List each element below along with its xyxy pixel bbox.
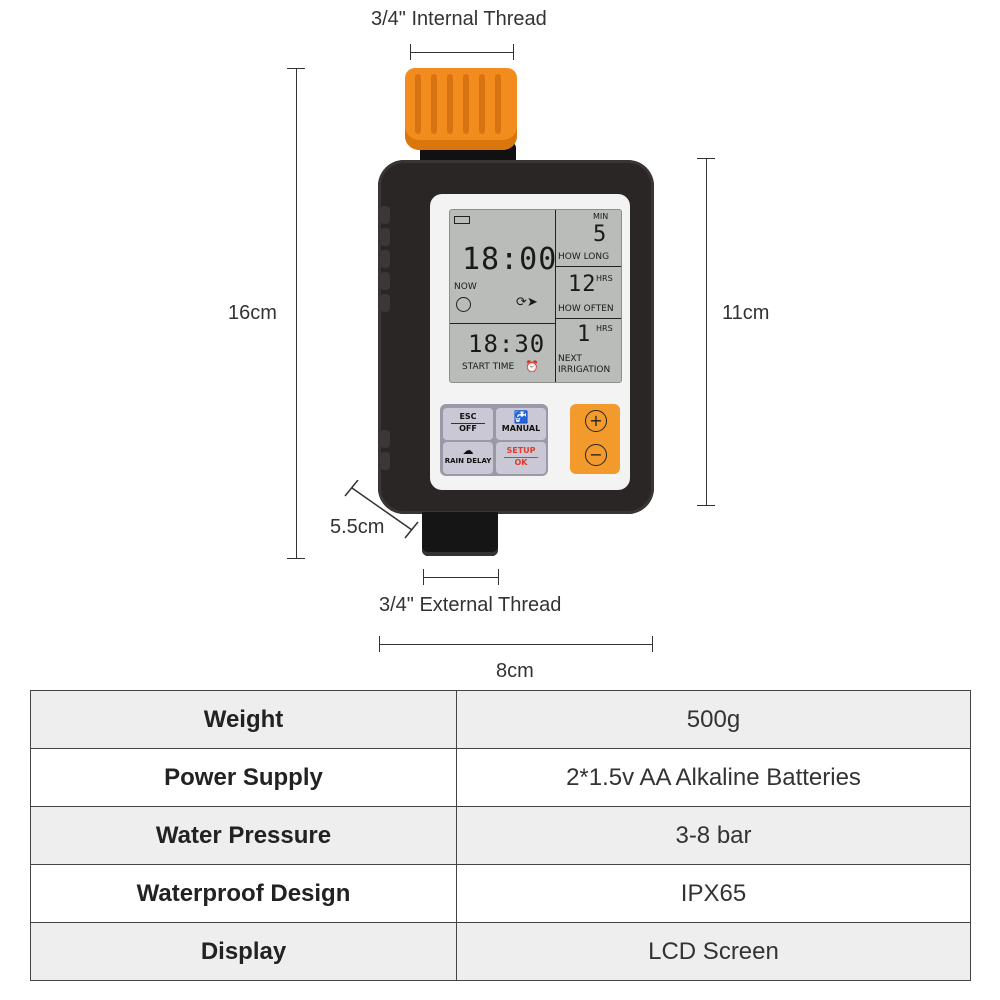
- hrs-label-1: HRS: [596, 274, 613, 283]
- how-often-label: HOW OFTEN: [558, 304, 614, 314]
- screen-height-dimension-line: [706, 158, 707, 506]
- faucet-icon: 🚰: [513, 410, 529, 424]
- lcd-display: 18:00 NOW ⟳➤ 18:30 START TIME ⏰ MIN 5 HO…: [449, 209, 622, 383]
- grip-ridge: [380, 294, 390, 312]
- external-thread-line: [423, 577, 499, 578]
- width-label: 8cm: [496, 660, 534, 682]
- depth-label: 5.5cm: [330, 516, 385, 538]
- clock-value: 18:00: [462, 242, 558, 277]
- internal-thread-line: [410, 52, 514, 53]
- min-label: MIN: [593, 212, 609, 221]
- spec-label: Power Supply: [30, 748, 457, 807]
- battery-icon: [454, 216, 470, 224]
- spec-value: 2*1.5v AA Alkaline Batteries: [456, 748, 971, 807]
- height-label: 16cm: [228, 302, 277, 324]
- now-label: NOW: [454, 282, 477, 292]
- tick: [423, 569, 424, 585]
- alarm-icon: ⏰: [525, 360, 539, 373]
- external-thread-label: 3/4" External Thread: [379, 594, 562, 616]
- cloud-icon: ☁: [462, 444, 474, 457]
- manual-button[interactable]: 🚰 MANUAL: [496, 408, 546, 440]
- screen-height-label: 11cm: [722, 302, 770, 324]
- orange-coupling-nut: [405, 68, 517, 150]
- spec-label: Waterproof Design: [30, 864, 457, 923]
- tick: [287, 68, 305, 69]
- how-often-value: 12: [568, 272, 597, 297]
- esc-off-button[interactable]: ESC OFF: [443, 408, 493, 440]
- how-long-value: 5: [593, 222, 608, 247]
- how-long-label: HOW LONG: [558, 252, 610, 262]
- grip-ridge: [380, 250, 390, 268]
- next-value: 1: [577, 322, 592, 347]
- manual-label: MANUAL: [501, 424, 541, 433]
- spec-value: LCD Screen: [456, 922, 971, 981]
- esc-label: ESC: [459, 412, 477, 421]
- internal-thread-label: 3/4" Internal Thread: [371, 8, 547, 30]
- tick: [287, 558, 305, 559]
- spec-label: Display: [30, 922, 457, 981]
- start-time-value: 18:30: [468, 330, 546, 358]
- grip-ridge: [380, 272, 390, 290]
- setup-label: SETUP: [506, 446, 536, 455]
- grip-ridge: [380, 228, 390, 246]
- threaded-outlet: [422, 512, 498, 556]
- cycle-icon: ⟳➤: [516, 295, 538, 310]
- grip-ridge: [380, 452, 390, 470]
- tick: [379, 636, 380, 652]
- height-dimension-line: [296, 68, 297, 558]
- start-time-label: START TIME: [462, 362, 515, 372]
- spec-label: Water Pressure: [30, 806, 457, 865]
- spec-value: 3-8 bar: [456, 806, 971, 865]
- rain-delay-label: RAIN DELAY: [444, 457, 492, 465]
- hrs-label-2: HRS: [596, 324, 613, 333]
- spec-label: Weight: [30, 690, 457, 749]
- tick: [697, 158, 715, 159]
- setup-ok-button[interactable]: SETUP OK: [496, 442, 546, 474]
- minus-button[interactable]: −: [585, 444, 607, 466]
- spec-value: IPX65: [456, 864, 971, 923]
- off-label: OFF: [451, 423, 485, 433]
- grip-ridge: [380, 430, 390, 448]
- tick: [410, 44, 411, 60]
- clock-icon: [456, 297, 471, 312]
- rain-delay-button[interactable]: ☁ RAIN DELAY: [443, 442, 493, 474]
- spec-value: 500g: [456, 690, 971, 749]
- width-dimension-line: [379, 644, 653, 645]
- next-label: NEXT: [558, 354, 582, 364]
- grip-ridge: [380, 206, 390, 224]
- irrigation-label: IRRIGATION: [558, 365, 611, 375]
- tick: [652, 636, 653, 652]
- tick: [513, 44, 514, 60]
- depth-dimension-line: [344, 480, 419, 539]
- plus-button[interactable]: +: [585, 410, 607, 432]
- tick: [498, 569, 499, 585]
- ok-label: OK: [504, 457, 538, 467]
- tick: [697, 505, 715, 506]
